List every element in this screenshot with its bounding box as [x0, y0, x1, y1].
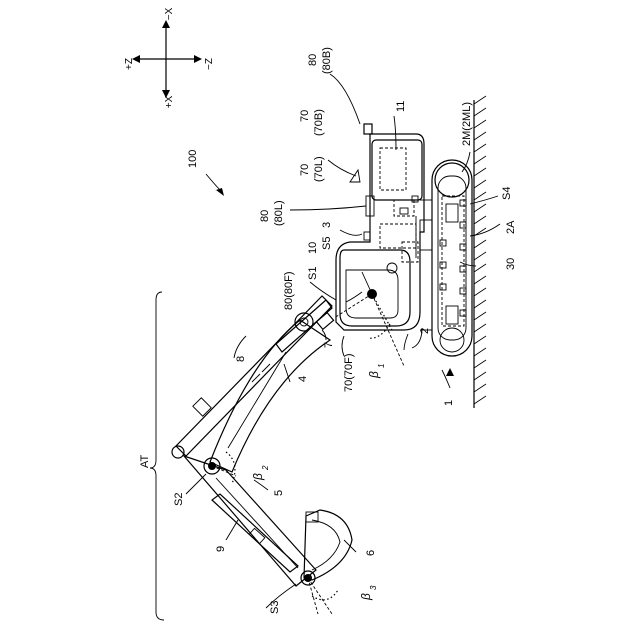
label-2: 2	[419, 328, 431, 334]
label-10: 10	[307, 242, 319, 254]
label-2a: 2A	[505, 220, 517, 234]
camera-70b	[364, 124, 372, 134]
label-80-c: 80	[259, 210, 271, 222]
label-70l: (70L)	[313, 156, 325, 182]
label-s1: S1	[307, 267, 319, 280]
lower-traveling-body	[420, 160, 472, 356]
label-beta1-sub: 1	[377, 364, 386, 368]
label-4: 4	[297, 376, 309, 382]
label-6: 6	[365, 550, 377, 556]
axis-label-neg-x: −X	[164, 7, 175, 20]
label-s2: S2	[173, 493, 185, 506]
label-30: 30	[505, 258, 517, 270]
arrow-1	[446, 368, 454, 376]
sensor-s5	[364, 232, 370, 240]
label-70-a: 70	[299, 110, 311, 122]
label-8: 8	[235, 356, 247, 362]
label-beta3: β	[359, 593, 373, 601]
axis-label-pos-z: +Z	[124, 58, 135, 70]
axis-label-neg-z: −Z	[204, 58, 215, 70]
label-beta3-sub: 3	[369, 585, 378, 590]
label-2m: 2M(2ML)	[461, 102, 473, 146]
upper-turning-body	[336, 124, 424, 330]
label-80b: (80B)	[321, 47, 333, 74]
leader-lines	[186, 74, 500, 608]
label-beta1: β	[367, 371, 381, 379]
label-7: 7	[323, 342, 335, 348]
bucket	[304, 510, 352, 580]
label-s3: S3	[269, 601, 281, 614]
arrow-100	[216, 188, 224, 196]
label-70f: 70(70F)	[343, 353, 355, 392]
label-70-b: 70	[299, 164, 311, 176]
label-3: 3	[321, 222, 333, 228]
label-5: 5	[273, 490, 285, 496]
label-9: 9	[215, 546, 227, 552]
label-at: AT	[139, 454, 151, 468]
label-80l: (80L)	[273, 200, 285, 226]
label-s4: S4	[501, 187, 513, 200]
ground-hatching	[474, 96, 486, 408]
attachment-at	[150, 292, 352, 620]
label-11: 11	[395, 101, 407, 112]
cabin	[340, 250, 410, 326]
drive-sprocket	[435, 163, 469, 197]
coordinate-axes: −X +X +Z −Z	[124, 7, 215, 108]
label-70b: (70B)	[313, 109, 325, 136]
boom	[210, 320, 330, 472]
label-100: 100	[187, 150, 199, 168]
label-s5: S5	[321, 237, 333, 250]
reference-labels: 100 80 (80B) 70 (70B) 11 2M(2ML) 70 (70L…	[139, 47, 517, 614]
label-80f: 80(80F)	[283, 271, 295, 310]
bucket-cylinder	[212, 494, 298, 572]
label-beta2-sub: 2	[261, 465, 270, 471]
attachment-brace	[150, 292, 164, 620]
counterweight	[372, 140, 422, 200]
axis-label-pos-x: +X	[164, 95, 175, 108]
label-beta2: β	[251, 473, 265, 481]
label-1: 1	[443, 400, 455, 406]
label-80: 80	[307, 54, 319, 66]
